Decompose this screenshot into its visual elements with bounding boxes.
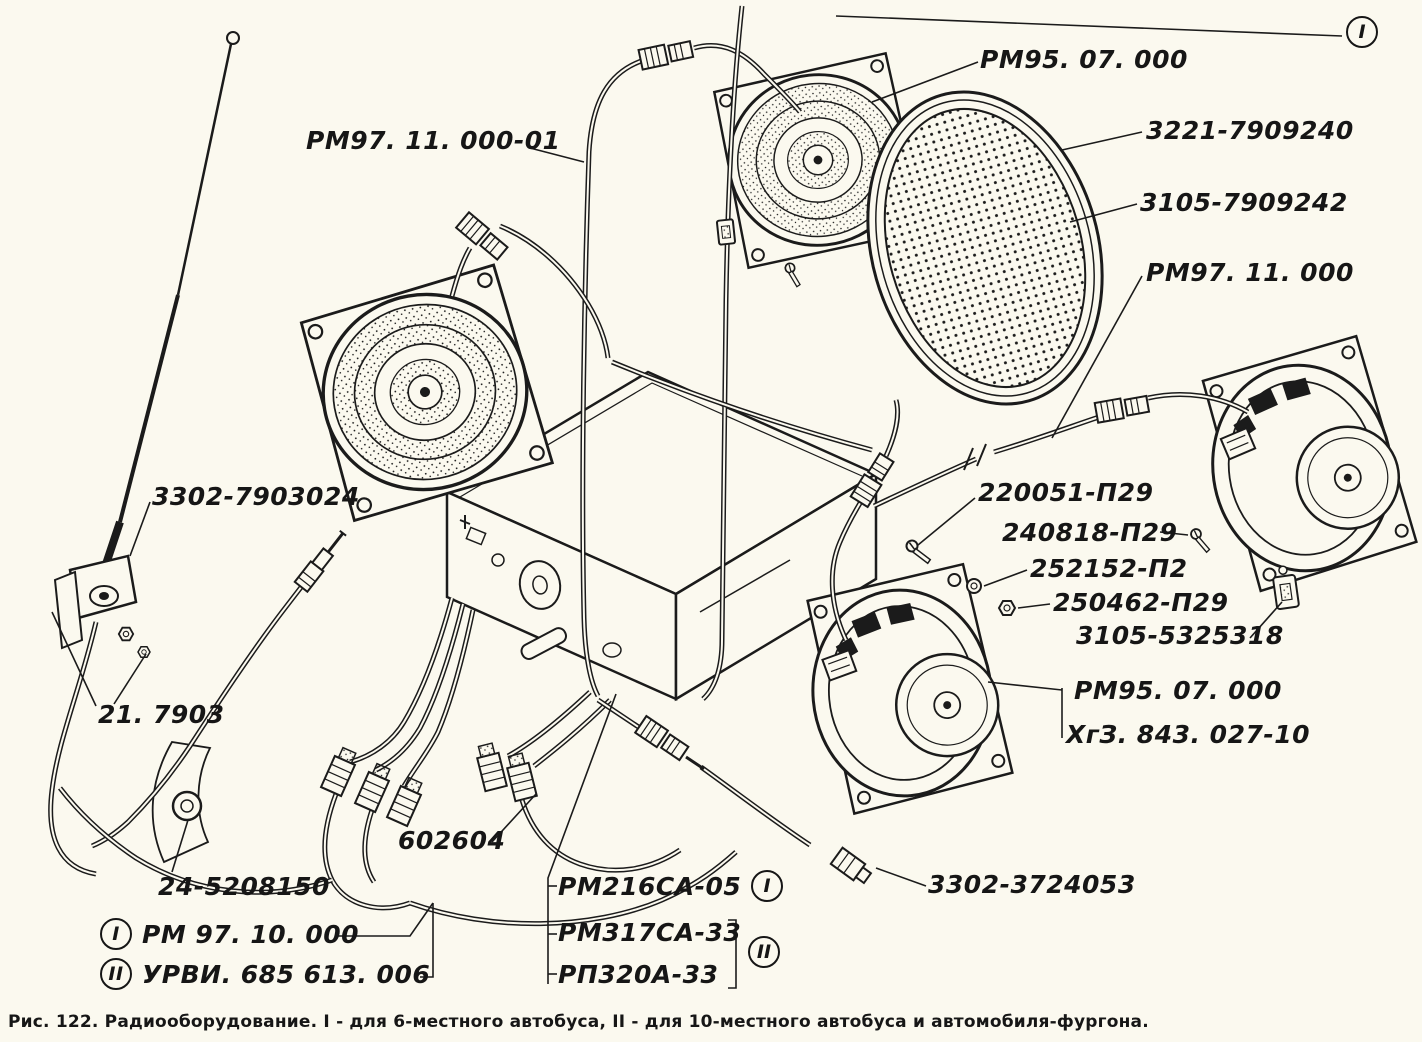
part-label-screw-b: 240818-П29 — [1002, 518, 1178, 547]
part-label-grille-mesh: 3105-7909242 — [1140, 188, 1348, 217]
part-number: УРВИ. 685 613. 006 — [142, 959, 431, 989]
roman-badge-set1: I — [100, 918, 132, 950]
connectors — [320, 38, 1151, 885]
part-label-speaker-top: РМ95. 07. 000 — [980, 45, 1188, 74]
part-label-radio-set-1: I РМ 97. 10. 000 — [100, 918, 359, 950]
part-label-radio-3: РП320А-33 — [558, 960, 719, 989]
bracket-clip-icon — [1272, 565, 1300, 610]
leader-lines — [51, 15, 1343, 989]
antenna-cable — [91, 529, 347, 849]
roman-badge-radio23: II — [748, 936, 780, 968]
small-hardware — [715, 218, 1300, 616]
part-label-antenna: 3302-7903024 — [152, 482, 360, 511]
part-label-speaker-bottom: РМ95. 07. 000 — [1074, 676, 1282, 705]
part-label-speaker-alt: ХгЗ. 843. 027-10 — [1066, 720, 1311, 749]
figure-caption: Рис. 122. Радиооборудование. I - для 6-м… — [8, 1012, 1149, 1032]
antenna-plug-icon — [293, 529, 347, 594]
antenna — [48, 31, 240, 877]
part-label-grille-ring: 3221-7909240 — [1146, 116, 1354, 145]
part-number: РМ216СА-05 — [558, 871, 742, 901]
part-label-grommet: 24-5208150 — [158, 872, 330, 901]
part-label-radio-set-2: II УРВИ. 685 613. 006 — [100, 958, 430, 990]
part-label-washer: 252152-П2 — [1030, 554, 1188, 583]
roman-badge-corner: I — [1346, 16, 1378, 48]
part-label-harness: РМ97. 11. 000 — [1146, 258, 1354, 287]
plug-3302-3724053-icon — [829, 846, 873, 885]
part-label-screw-a: 220051-П29 — [978, 478, 1154, 507]
part-label-antenna-set: 21. 7903 — [98, 700, 225, 729]
part-label-plug: 602604 — [398, 826, 506, 855]
part-label-radio-1: РМ216СА-05 I — [558, 870, 784, 902]
part-label-nut: 250462-П29 — [1053, 588, 1229, 617]
grommet — [151, 741, 212, 864]
speaker-grille — [866, 90, 1104, 406]
radio-unit — [444, 370, 879, 702]
part-label-connector: 3302-3724053 — [928, 870, 1136, 899]
part-label-harness-01: РМ97. 11. 000-01 — [306, 126, 561, 155]
roman-badge-radio1: I — [751, 870, 784, 902]
part-number: РМ 97. 10. 000 — [142, 919, 360, 949]
speaker-rear-right — [1195, 330, 1422, 597]
part-label-radio-2: РМ317СА-33 — [558, 918, 742, 947]
clip-icon — [715, 218, 737, 246]
roman-badge-set2: II — [100, 958, 132, 990]
part-label-bracket: 3105-5325318 — [1076, 621, 1284, 650]
wiring-harness — [58, 5, 1250, 927]
